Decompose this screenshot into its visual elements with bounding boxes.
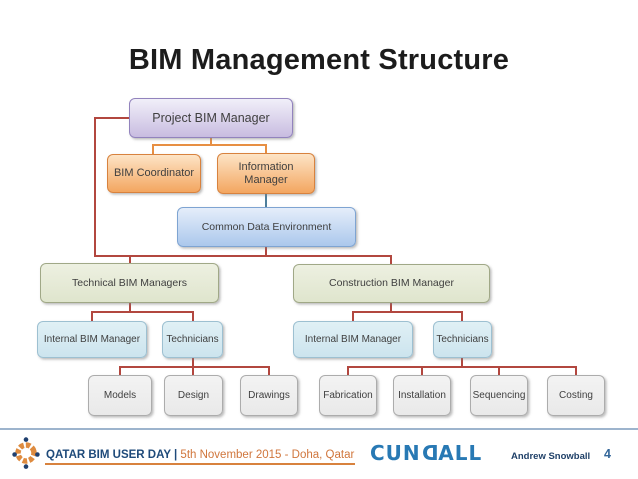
node-technicians-right: Technicians bbox=[433, 321, 492, 358]
node-project-bim-manager: Project BIM Manager bbox=[129, 98, 293, 138]
node-label: Technicians bbox=[166, 333, 219, 345]
node-models: Models bbox=[88, 375, 152, 416]
connector-red-technical-children bbox=[91, 303, 194, 321]
node-label: BIM Coordinator bbox=[113, 167, 195, 180]
cundall-logo: CUNDALL bbox=[370, 441, 482, 465]
page-title: BIM Management Structure bbox=[128, 44, 510, 76]
node-label: Information Manager bbox=[238, 160, 294, 186]
node-label: Fabrication bbox=[323, 389, 373, 401]
cundall-text-pre: CUN bbox=[370, 441, 421, 465]
node-label: Installation bbox=[398, 389, 446, 401]
node-bim-coordinator: BIM Coordinator bbox=[107, 154, 201, 193]
node-fabrication: Fabrication bbox=[319, 375, 377, 416]
cundall-reversed-d: D bbox=[420, 441, 439, 465]
node-label: Internal BIM Manager bbox=[43, 333, 141, 345]
node-label: Design bbox=[177, 389, 210, 401]
node-label: Common Data Environment bbox=[201, 220, 332, 233]
node-drawings: Drawings bbox=[240, 375, 298, 416]
presenter-name: Andrew Snowball bbox=[511, 451, 591, 462]
cundall-text-post: ALL bbox=[438, 441, 483, 465]
page-number: 4 bbox=[604, 447, 611, 461]
node-label: Internal BIM Manager bbox=[304, 333, 402, 345]
event-name: QATAR BIM USER DAY | bbox=[46, 449, 178, 461]
node-construction-bim-manager: Construction BIM Manager bbox=[293, 264, 490, 303]
footer-event-line: QATAR BIM USER DAY | 5th November 2015 -… bbox=[46, 449, 354, 461]
node-internal-bim-manager-left: Internal BIM Manager bbox=[37, 321, 147, 358]
node-label: Construction BIM Manager bbox=[329, 277, 454, 290]
node-installation: Installation bbox=[393, 375, 451, 416]
node-information-manager: Information Manager bbox=[217, 153, 315, 194]
node-label: Technical BIM Managers bbox=[72, 276, 187, 289]
node-design: Design bbox=[164, 375, 223, 416]
event-details: 5th November 2015 - Doha, Qatar bbox=[177, 449, 355, 461]
node-label: Sequencing bbox=[472, 389, 526, 401]
node-label: Drawings bbox=[248, 389, 290, 401]
connector-red-main bbox=[94, 117, 392, 264]
event-underline bbox=[45, 463, 355, 465]
node-technicians-left: Technicians bbox=[162, 321, 223, 358]
connector-orange-level1 bbox=[152, 138, 267, 154]
node-sequencing: Sequencing bbox=[470, 375, 528, 416]
footer-divider bbox=[0, 428, 638, 430]
node-technical-bim-managers: Technical BIM Managers bbox=[40, 263, 219, 303]
node-internal-bim-manager-right: Internal BIM Manager bbox=[293, 321, 413, 358]
node-common-data-environment: Common Data Environment bbox=[177, 207, 356, 247]
connector-red-construction-children bbox=[352, 303, 463, 321]
connector-red-technicians-left-children bbox=[119, 358, 270, 375]
qatar-bim-gear-icon bbox=[12, 437, 40, 469]
node-label: Project BIM Manager bbox=[152, 110, 270, 125]
node-label: Costing bbox=[559, 389, 593, 401]
connector-red-technicians-right-children bbox=[347, 358, 577, 375]
node-label: Technicians bbox=[436, 333, 489, 345]
node-costing: Costing bbox=[547, 375, 605, 416]
node-label: Models bbox=[103, 389, 137, 401]
